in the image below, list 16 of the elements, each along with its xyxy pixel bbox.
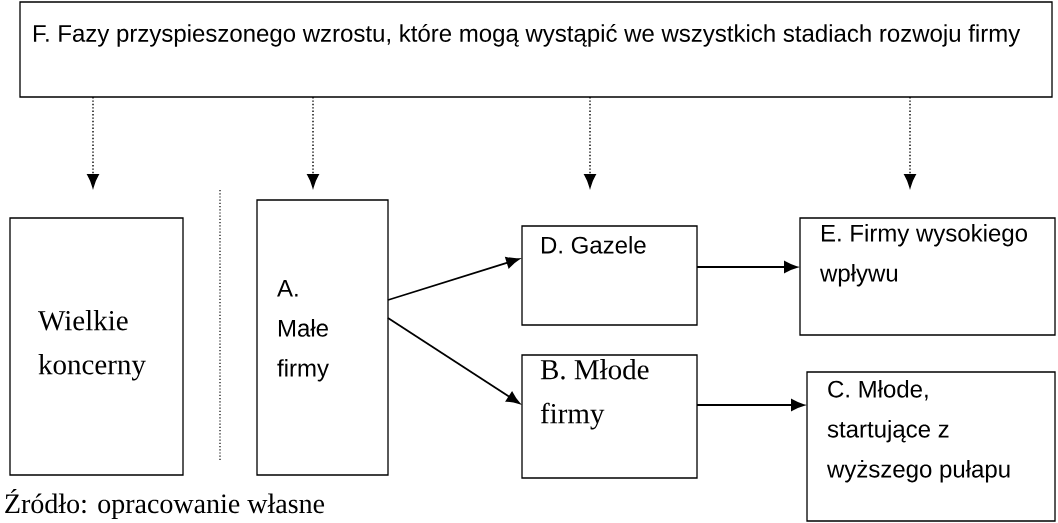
- arrow: [387, 257, 520, 301]
- box: F. Fazy przyspieszonego wzrostu, które mogą wystąpić we wszystkich stadiach rozwoju firmy: [19, 1, 1053, 98]
- box: D. Gazele: [521, 225, 698, 326]
- box: E. Firmy wysokiego wpływu: [799, 217, 1056, 336]
- source-note: Źródło: opracowanie własne: [5, 488, 325, 519]
- arrow: [387, 317, 520, 405]
- box: Wielkie koncerny: [9, 217, 184, 476]
- arrow: [696, 399, 805, 411]
- box: A. Małe firmy: [256, 199, 389, 476]
- arrow: [696, 261, 798, 273]
- box: B. Młode firmy: [521, 354, 698, 479]
- arrow: [87, 96, 99, 189]
- arrow: [904, 96, 916, 189]
- arrow: [584, 96, 596, 189]
- box: C. Młode, startujące z wyższego pułapu: [806, 371, 1056, 522]
- arrow: [307, 96, 319, 189]
